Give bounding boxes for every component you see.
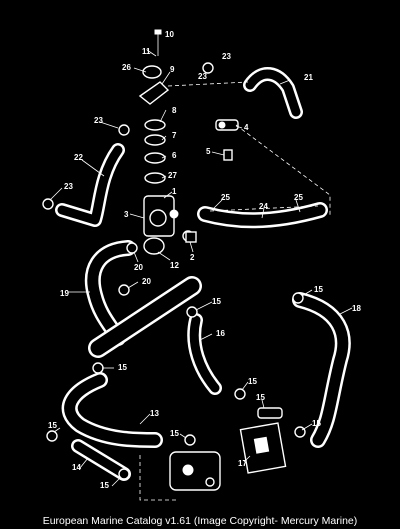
fitting-near-pump xyxy=(257,407,283,419)
callout-23b: 23 xyxy=(198,72,207,81)
callout-15b: 15 xyxy=(212,297,221,306)
callout-15i: 15 xyxy=(100,481,109,490)
hose-16 xyxy=(187,313,222,395)
callout-11: 11 xyxy=(142,47,151,56)
hose-13 xyxy=(61,372,163,448)
callout-15d: 15 xyxy=(248,377,257,386)
fitting-4 xyxy=(215,119,239,131)
hose-14 xyxy=(71,439,131,481)
pump-assembly xyxy=(169,451,221,491)
callout-20b: 20 xyxy=(142,277,151,286)
callout-25a: 25 xyxy=(221,193,230,202)
callout-23a: 23 xyxy=(222,52,231,61)
copyright-caption: European Marine Catalog v1.61 (Image Cop… xyxy=(42,515,358,527)
callout-16: 16 xyxy=(216,329,225,338)
callout-27: 27 xyxy=(168,171,177,180)
hose-22 xyxy=(55,143,125,227)
callout-14: 14 xyxy=(72,463,81,472)
bolt-10 xyxy=(154,29,162,56)
callout-17: 17 xyxy=(238,459,247,468)
assembly-line xyxy=(167,81,249,87)
callout-10: 10 xyxy=(165,30,174,39)
callout-15f: 15 xyxy=(312,419,321,428)
callout-1: 1 xyxy=(172,187,177,196)
callout-5: 5 xyxy=(206,147,211,156)
callout-3: 3 xyxy=(124,210,129,219)
hose-24 xyxy=(197,202,328,229)
clamps xyxy=(42,62,306,480)
plug-5 xyxy=(223,149,233,161)
callout-4: 4 xyxy=(244,123,249,132)
callout-12: 12 xyxy=(170,261,179,270)
manifold-pipe xyxy=(88,276,202,358)
callout-15a: 15 xyxy=(314,285,323,294)
hose-18 xyxy=(292,292,351,448)
callout-9: 9 xyxy=(170,65,175,74)
callout-15h: 15 xyxy=(48,421,57,430)
callout-15g: 15 xyxy=(170,429,179,438)
hose-21 xyxy=(243,67,303,119)
callout-19: 19 xyxy=(60,289,69,298)
callout-21: 21 xyxy=(304,73,313,82)
callout-23d: 23 xyxy=(64,182,73,191)
callout-24: 24 xyxy=(259,202,268,211)
gasket-stack xyxy=(144,119,166,184)
callout-22: 22 xyxy=(74,153,83,162)
callout-23c: 23 xyxy=(94,116,103,125)
hose-19 xyxy=(84,240,136,346)
fitting-2 xyxy=(185,231,197,243)
decal-17 xyxy=(239,422,287,474)
callout-8: 8 xyxy=(172,106,177,115)
callout-26: 26 xyxy=(122,63,131,72)
elbow-9 xyxy=(138,65,170,105)
leader-lines xyxy=(49,49,353,487)
callout-15c: 15 xyxy=(118,363,127,372)
callout-6: 6 xyxy=(172,151,177,160)
callout-2: 2 xyxy=(190,253,195,262)
callout-18: 18 xyxy=(352,304,361,313)
assembly-line xyxy=(139,455,178,501)
parts-diagram: 10 11 26 9 23 23 21 8 23 7 6 27 5 4 1 22… xyxy=(42,29,361,501)
fitting-12 xyxy=(143,237,165,255)
callout-15e: 15 xyxy=(256,393,265,402)
callout-25b: 25 xyxy=(294,193,303,202)
assembly-line xyxy=(235,124,331,215)
callout-20a: 20 xyxy=(134,263,143,272)
callout-7: 7 xyxy=(172,131,177,140)
callout-13: 13 xyxy=(150,409,159,418)
